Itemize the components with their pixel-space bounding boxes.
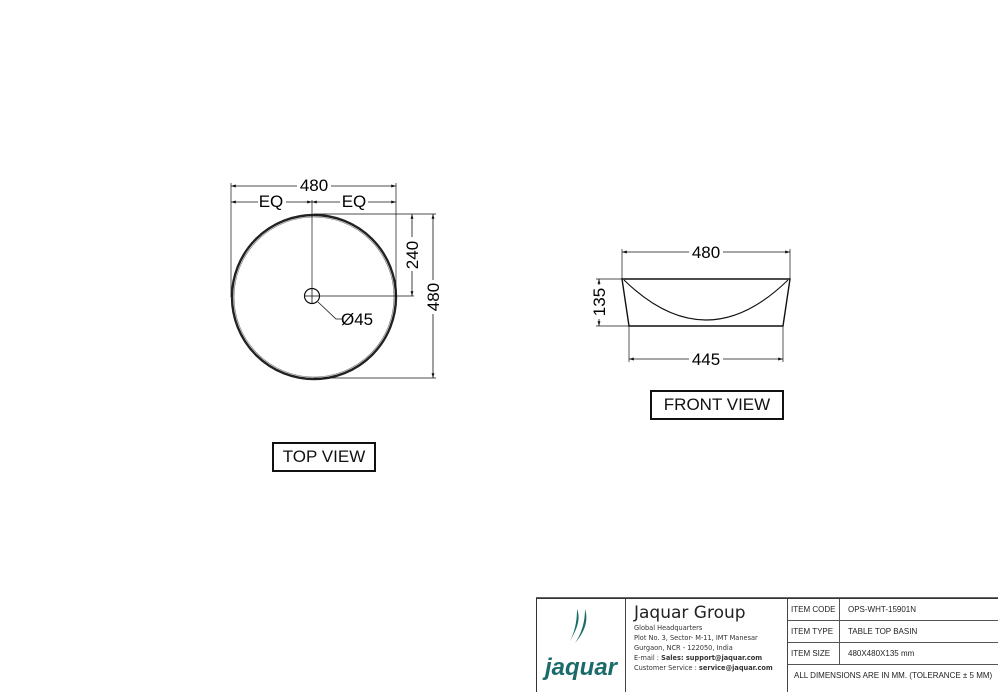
company-name: Jaquar Group bbox=[634, 603, 746, 623]
jaquar-logo-icon: jaquar bbox=[542, 609, 619, 681]
item-specs: ITEM CODE OPS-WHT-15901N ITEM TYPE TABLE… bbox=[788, 599, 998, 692]
row-item-size: ITEM SIZE 480X480X135 mm bbox=[788, 643, 998, 665]
logo-text: jaquar bbox=[542, 654, 619, 681]
dim-front-top-width: 480 bbox=[692, 243, 720, 262]
dim-eq-right: EQ bbox=[342, 192, 367, 211]
top-view-label: TOP VIEW bbox=[272, 442, 376, 472]
email-line: E-mail : Sales: support@jaquar.com bbox=[634, 654, 763, 662]
dim-eq-left: EQ bbox=[259, 192, 284, 211]
service-line: Customer Service : service@jaquar.com bbox=[634, 664, 773, 672]
top-view-label-text: TOP VIEW bbox=[282, 447, 366, 466]
front-view-label-text: FRONT VIEW bbox=[663, 395, 771, 414]
bowl-curve bbox=[623, 279, 789, 321]
company-info: Jaquar Group Global Headquarters Plot No… bbox=[626, 599, 788, 692]
basin-profile bbox=[621, 278, 791, 327]
address-line-1: Global Headquarters bbox=[634, 624, 703, 632]
title-block: jaquar Jaquar Group Global Headquarters … bbox=[536, 598, 998, 692]
address-line-2: Plot No. 3, Sector- M-11, IMT Manesar bbox=[634, 634, 758, 642]
front-view-label: FRONT VIEW bbox=[650, 390, 784, 420]
dim-top-depth: 480 bbox=[424, 283, 443, 311]
basin-outline bbox=[230, 213, 398, 381]
row-item-code: ITEM CODE OPS-WHT-15901N bbox=[788, 599, 998, 621]
front-view: 480 445 135 bbox=[590, 243, 791, 369]
top-view: 480 EQ EQ 240 480 Ø45 bbox=[230, 176, 443, 381]
service-email-link[interactable]: service@jaquar.com bbox=[698, 664, 773, 672]
row-item-type: ITEM TYPE TABLE TOP BASIN bbox=[788, 621, 998, 643]
dim-drain: Ø45 bbox=[341, 310, 373, 329]
logo: jaquar bbox=[537, 599, 626, 692]
email-link[interactable]: Sales: support@jaquar.com bbox=[661, 654, 763, 662]
dim-to-center: 240 bbox=[403, 241, 422, 269]
address-line-3: Gurgaon, NCR - 122050, India bbox=[634, 644, 733, 652]
dimensions-note: ALL DIMENSIONS ARE IN MM. (TOLERANCE ± 5… bbox=[794, 671, 993, 680]
dim-top-width: 480 bbox=[300, 176, 328, 195]
dim-front-height: 135 bbox=[590, 288, 609, 316]
dim-front-bottom-width: 445 bbox=[692, 350, 720, 369]
